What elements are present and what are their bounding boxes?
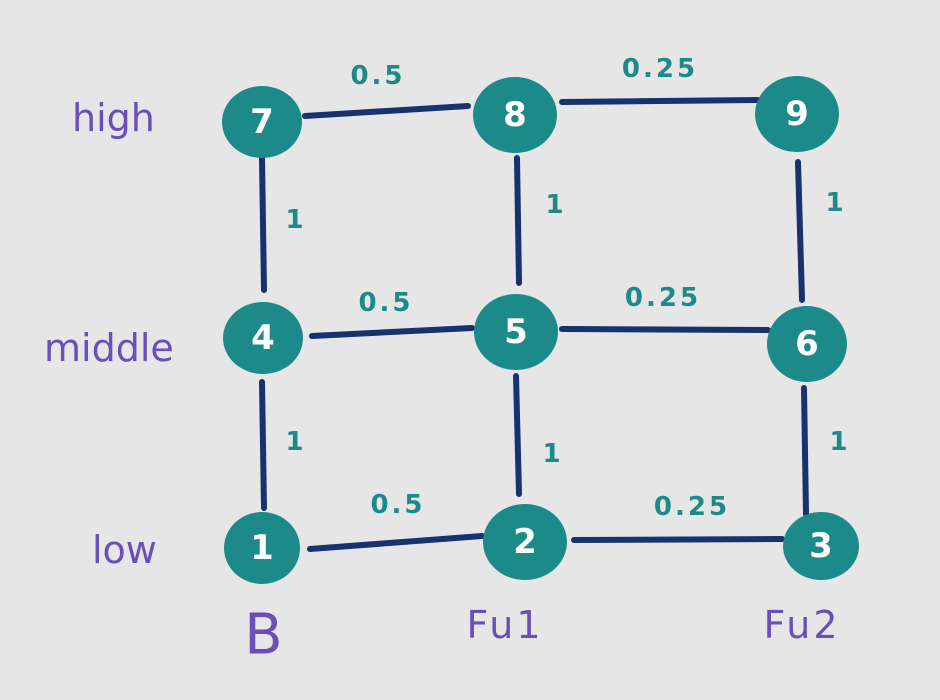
node-5: 5 bbox=[474, 294, 558, 370]
row-label-high: high bbox=[72, 96, 155, 140]
edge-weight-1-2: 0.5 bbox=[370, 490, 425, 520]
node-label-3: 3 bbox=[809, 526, 833, 566]
node-label-2: 2 bbox=[513, 522, 537, 562]
edge-weight-5-6: 0.25 bbox=[625, 283, 701, 313]
row-label-low: low bbox=[92, 528, 157, 572]
row-label-middle: middle bbox=[44, 326, 174, 370]
node-label-1: 1 bbox=[250, 528, 274, 568]
edge-9-6 bbox=[795, 159, 805, 303]
node-7: 7 bbox=[222, 86, 302, 158]
node-label-8: 8 bbox=[503, 95, 527, 135]
node-8: 8 bbox=[473, 77, 557, 153]
edge-1-2 bbox=[307, 533, 485, 552]
edge-weight-7-4: 1 bbox=[285, 205, 306, 235]
edge-weight-2-3: 0.25 bbox=[654, 492, 730, 522]
col-label-fu2: Fu2 bbox=[763, 603, 840, 647]
node-1: 1 bbox=[224, 512, 300, 584]
node-label-4: 4 bbox=[251, 318, 275, 358]
node-label-5: 5 bbox=[504, 312, 528, 352]
node-label-7: 7 bbox=[250, 102, 274, 142]
node-9: 9 bbox=[755, 76, 839, 152]
edge-weight-7-8: 0.5 bbox=[350, 61, 405, 91]
node-3: 3 bbox=[783, 512, 859, 580]
edge-7-4 bbox=[259, 155, 267, 293]
col-label-b: B bbox=[244, 603, 285, 668]
edge-4-1 bbox=[259, 379, 267, 511]
node-4: 4 bbox=[223, 302, 303, 374]
node-2: 2 bbox=[483, 504, 567, 580]
node-label-9: 9 bbox=[785, 94, 809, 134]
edge-weight-8-5: 1 bbox=[545, 190, 566, 220]
edge-weight-4-5: 0.5 bbox=[358, 288, 413, 318]
node-label-6: 6 bbox=[795, 324, 819, 364]
edge-5-2 bbox=[513, 373, 522, 497]
edge-4-5 bbox=[309, 325, 475, 339]
edge-weight-9-6: 1 bbox=[825, 188, 846, 218]
edge-weight-4-1: 1 bbox=[285, 427, 306, 457]
edge-5-6 bbox=[559, 326, 771, 333]
node-6: 6 bbox=[767, 306, 847, 382]
col-label-fu1: Fu1 bbox=[466, 603, 543, 647]
edge-7-8 bbox=[302, 103, 471, 119]
edge-8-9 bbox=[559, 97, 761, 105]
edge-2-3 bbox=[571, 536, 785, 543]
edge-weight-8-9: 0.25 bbox=[622, 54, 698, 84]
edge-weight-5-2: 1 bbox=[542, 439, 563, 469]
edge-6-3 bbox=[801, 385, 809, 517]
edge-8-5 bbox=[514, 155, 522, 286]
edge-weight-6-3: 1 bbox=[829, 427, 850, 457]
